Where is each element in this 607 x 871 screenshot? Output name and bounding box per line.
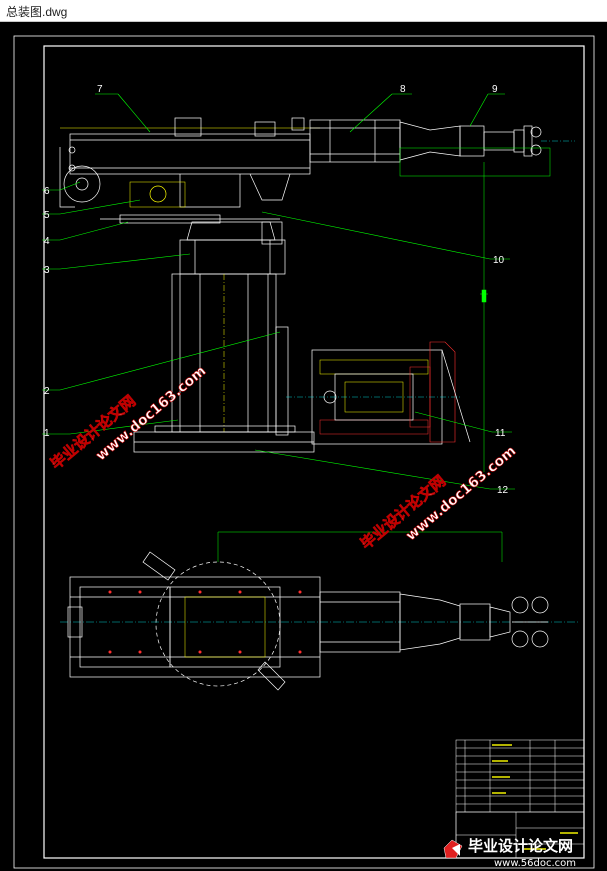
top-view [60,531,580,691]
title-block [455,739,585,859]
callout-3: 3 [44,265,50,276]
callout-9: 9 [492,84,498,95]
window-title: 总装图.dwg [6,5,68,19]
inner-frame [43,45,585,859]
wrist [399,121,461,161]
callout-12: 12 [497,485,509,496]
callout-2: 2 [44,386,50,397]
callout-10: 10 [493,255,505,266]
outer-frame [13,35,595,869]
rotation-circle [155,561,281,687]
gripper [523,125,575,157]
title-block-highlights [492,744,578,850]
top-arm [69,576,321,678]
callout-8: 8 [400,84,406,95]
leader-lines [42,93,515,490]
drawing-canvas[interactable]: 1 2 3 4 5 6 7 8 9 10 11 12 [0,22,607,871]
watermark-1: 毕业设计论文网 www.doc163.com [47,363,210,474]
dimension-lines [480,162,488,472]
callout-7: 7 [97,84,103,95]
callout-6: 6 [44,186,50,197]
callout-1: 1 [44,428,50,439]
front-view [59,117,575,453]
watermark-2: 毕业设计论文网 www.doc163.com [357,443,520,554]
callout-11: 11 [495,428,506,439]
callout-5: 5 [44,210,50,221]
top-view-fasteners [108,590,302,654]
end-wheel [63,165,101,203]
logo-name: 毕业设计论文网 [468,837,573,855]
logo-url: www.56doc.com [494,858,576,869]
window-titlebar: 总装图.dwg [0,0,607,22]
drive-unit [286,341,471,445]
arm-cylinder [309,119,401,163]
site-logo: 毕业设计论文网 www.56doc.com [443,837,576,869]
callout-4: 4 [44,236,50,247]
